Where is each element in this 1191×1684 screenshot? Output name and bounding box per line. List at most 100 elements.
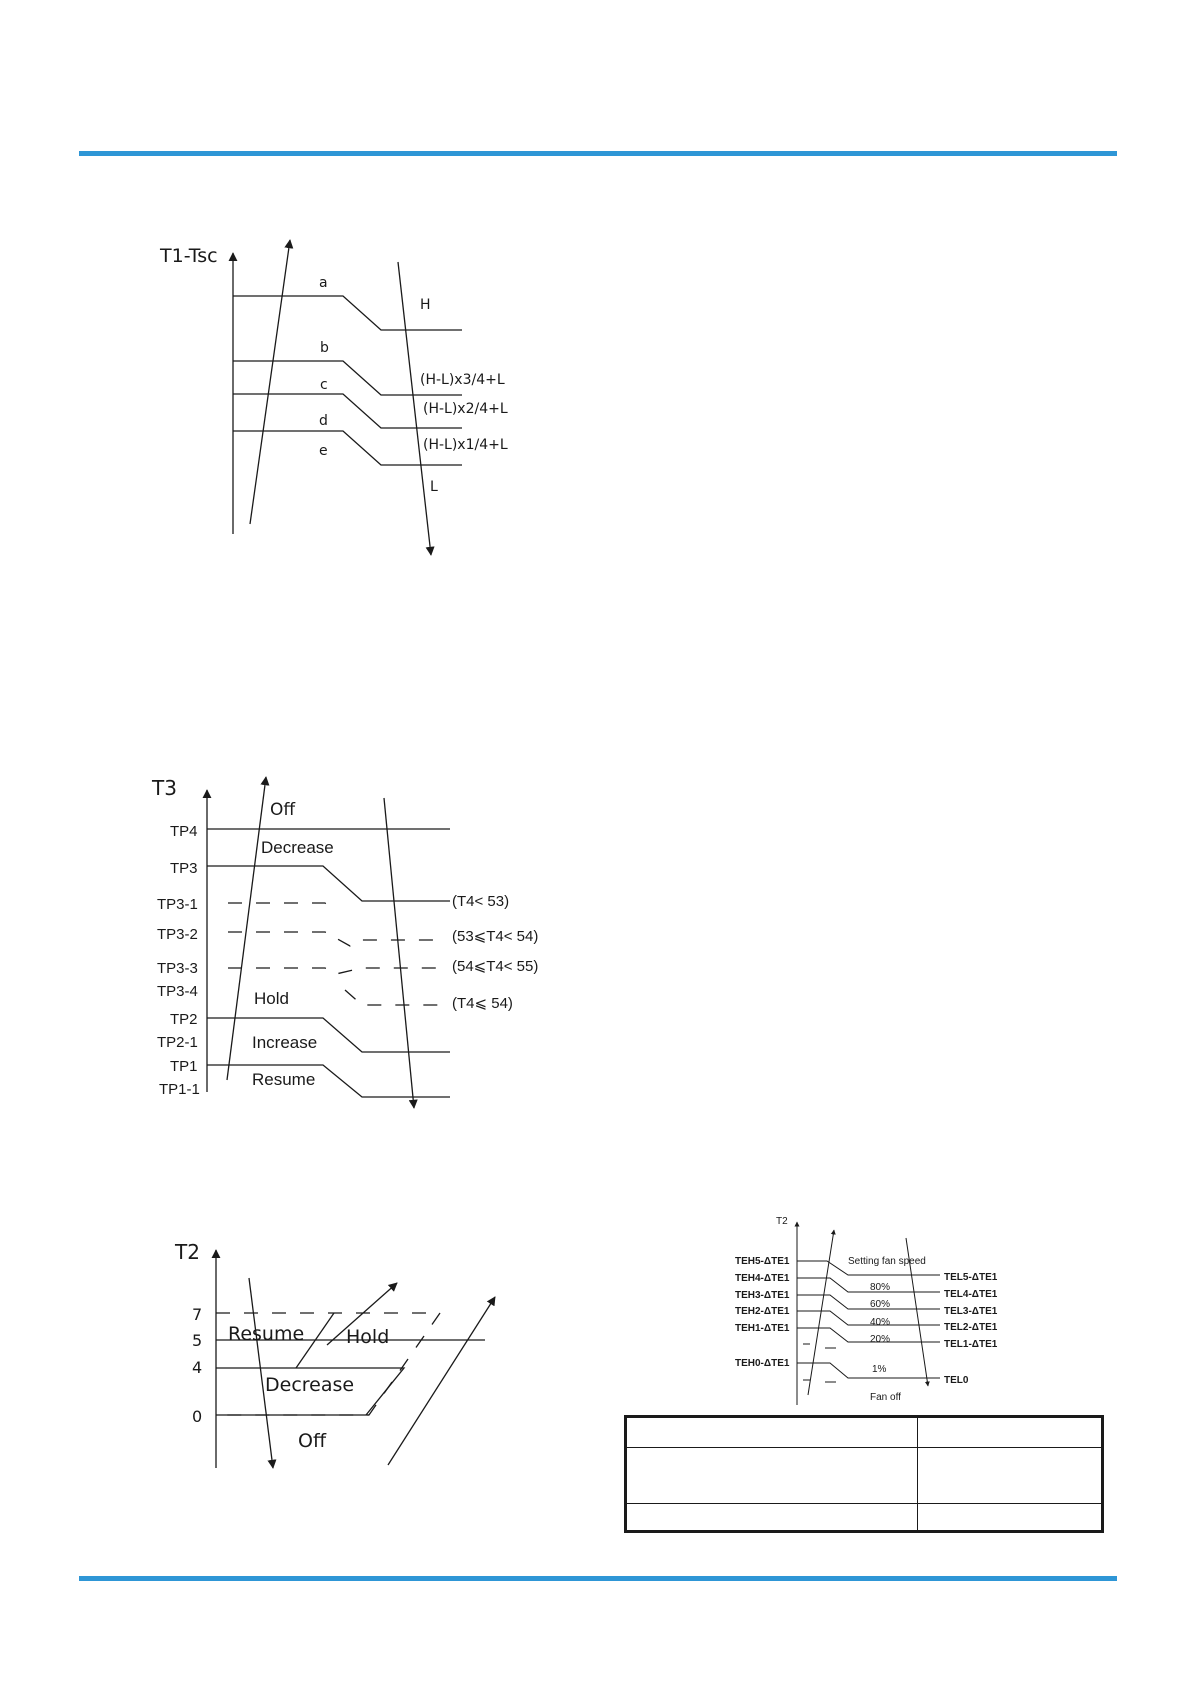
d2-tp2-1: TP2-1	[157, 1034, 198, 1051]
d1-speed-h: H	[420, 297, 431, 313]
d4-right-4: TEL1-ΔTE1	[944, 1339, 998, 1350]
d3-zone-decrease: Decrease	[265, 1374, 354, 1396]
d4-left-5: TEH0-ΔTE1	[735, 1358, 790, 1369]
d3-zone-hold: Hold	[346, 1326, 389, 1348]
d2-cond-4: (T4⩽ 54)	[452, 995, 513, 1012]
d3-zone-off: Off	[298, 1430, 327, 1452]
d2-cond-1: (T4< 53)	[452, 893, 509, 910]
d4-rising-arrow	[807, 1229, 836, 1396]
d3-falling-arrow	[248, 1277, 277, 1469]
d2-axis-label: T3	[151, 776, 177, 800]
d2-zone-off: Off	[270, 800, 296, 820]
d4-left-1: TEH4-ΔTE1	[735, 1273, 790, 1284]
d2-tp3: TP3	[170, 860, 198, 877]
d4-pct-80: 80%	[870, 1282, 890, 1293]
d1-step-h	[233, 295, 462, 331]
table-cell	[626, 1447, 918, 1504]
d1-level-d: d	[319, 413, 328, 429]
table-cell	[626, 1503, 918, 1531]
d2-tp1: TP1	[170, 1058, 198, 1075]
d4-step-0	[797, 1362, 940, 1379]
diagram4-group: T2 TEH5-ΔTE1 TEH4-ΔTE1 TEH3-ΔTE1 TEH2-ΔT…	[735, 1216, 998, 1405]
d2-line-tp1	[207, 1064, 450, 1098]
d4-left-2: TEH3-ΔTE1	[735, 1290, 790, 1301]
d1-speed-l: L	[430, 479, 438, 495]
d4-step-4	[797, 1277, 940, 1293]
d1-step-c	[233, 393, 462, 429]
d1-speed-3-4: (H-L)x3/4+L	[420, 372, 505, 388]
d2-falling-arrow	[383, 797, 418, 1109]
d1-speed-1-4: (H-L)x1/4+L	[423, 437, 508, 453]
d4-right-3: TEL2-ΔTE1	[944, 1322, 998, 1333]
d4-right-0: TEL5-ΔTE1	[944, 1272, 998, 1283]
diagram1-group: T1-Tsc a b c d e H (H-L)x3/4+L (H-L)x2/4…	[159, 239, 508, 556]
d3-rising-arrow-right	[387, 1296, 496, 1466]
d4-pct-60: 60%	[870, 1299, 890, 1310]
d2-rising-arrow	[226, 776, 270, 1081]
d3-zone-resume: Resume	[228, 1323, 304, 1345]
d4-step-2	[797, 1310, 940, 1326]
d1-level-b: b	[320, 340, 329, 356]
d3-rising-arrow-mid	[326, 1282, 398, 1346]
d1-level-c: c	[320, 377, 328, 393]
d2-zone-decrease: Decrease	[261, 838, 334, 857]
d2-zone-resume: Resume	[252, 1070, 315, 1089]
d3-axis-label: T2	[174, 1240, 200, 1264]
d4-right-2: TEL3-ΔTE1	[944, 1306, 998, 1317]
d4-right-1: TEL4-ΔTE1	[944, 1289, 998, 1300]
d1-axis-label: T1-Tsc	[159, 245, 218, 267]
table-cell	[917, 1417, 1102, 1448]
d4-left-4: TEH1-ΔTE1	[735, 1323, 790, 1334]
d3-hold-diag	[295, 1312, 335, 1369]
d4-axis-label: T2	[776, 1216, 788, 1227]
d2-cond-3: (54⩽T4< 55)	[452, 958, 538, 975]
table-cell	[917, 1447, 1102, 1504]
d3-tick-5: 5	[192, 1331, 202, 1350]
d2-tp3-3: TP3-3	[157, 960, 198, 977]
d2-zone-hold: Hold	[254, 989, 289, 1008]
d3-line-4	[216, 1367, 406, 1416]
d2-line-tp2	[207, 1017, 450, 1053]
d2-dash-tp3-4	[344, 989, 445, 1006]
d4-fan-off: Fan off	[870, 1392, 901, 1403]
d2-tp1-1: TP1-1	[159, 1081, 200, 1098]
d2-dash-tp3-2	[228, 931, 445, 947]
d2-zone-increase: Increase	[252, 1033, 317, 1052]
d1-step-b	[233, 360, 462, 396]
d4-left-0: TEH5-ΔTE1	[735, 1256, 790, 1267]
table-cell	[626, 1417, 918, 1448]
d3-tick-7: 7	[192, 1305, 202, 1324]
d2-dash-tp3-1	[228, 902, 337, 914]
d4-falling-arrow	[905, 1237, 930, 1387]
d2-tp4: TP4	[170, 823, 198, 840]
d4-pct-40: 40%	[870, 1317, 890, 1328]
d1-falling-arrow	[397, 261, 435, 556]
d2-cond-2: (53⩽T4< 54)	[452, 928, 538, 945]
d3-tick-4: 4	[192, 1358, 202, 1377]
diagram3-group: T2 7 5 4 0 Resume Hold Decrease Off	[174, 1240, 496, 1469]
d4-left-3: TEH2-ΔTE1	[735, 1306, 790, 1317]
d4-step-1	[797, 1327, 940, 1343]
d4-pct-1: 1%	[872, 1364, 887, 1375]
footer-rule	[79, 1576, 1117, 1581]
d1-step-l	[233, 430, 462, 466]
d4-right-5: TEL0	[944, 1375, 969, 1386]
empty-table	[624, 1415, 1104, 1533]
d4-setting-fan-speed: Setting fan speed	[848, 1256, 926, 1267]
diagram2-group: T3 TP4 TP3 TP3-1 TP3-2 TP3-3 TP3-4 TP2 T…	[151, 776, 538, 1109]
d1-speed-2-4: (H-L)x2/4+L	[423, 401, 508, 417]
d2-tp3-4: TP3-4	[157, 983, 198, 1000]
d4-pct-20: 20%	[870, 1334, 890, 1345]
header-rule	[79, 151, 1117, 156]
d1-rising-arrow	[249, 239, 294, 525]
d2-tp3-2: TP3-2	[157, 926, 198, 943]
d2-line-tp3	[207, 865, 450, 902]
d1-level-e: e	[319, 443, 328, 459]
d3-tick-0: 0	[192, 1407, 202, 1426]
d4-step-3	[797, 1294, 940, 1310]
d2-tp2: TP2	[170, 1011, 198, 1028]
d2-tp3-1: TP3-1	[157, 896, 198, 913]
d4-step-5	[797, 1260, 940, 1276]
d1-level-a: a	[319, 275, 328, 291]
